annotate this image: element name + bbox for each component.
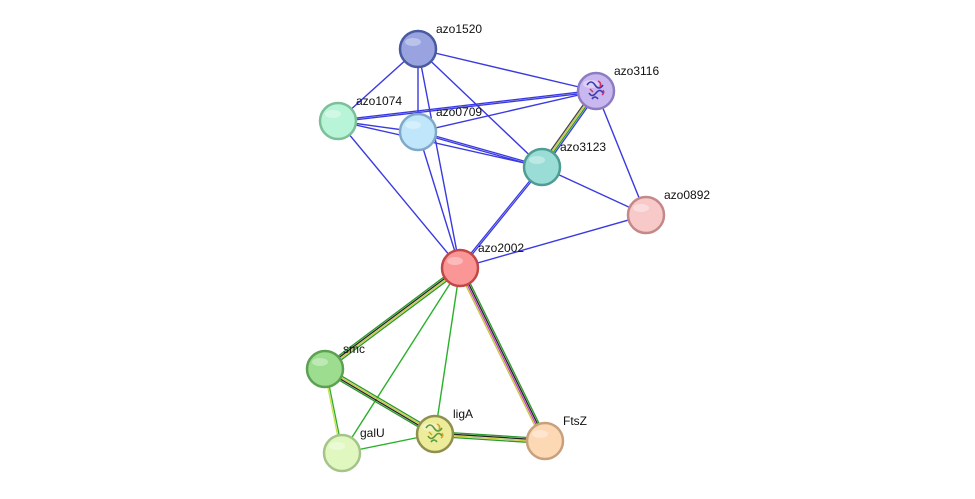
- protein-structure-icon: [586, 80, 605, 100]
- node-highlight: [405, 121, 421, 129]
- node-circle[interactable]: [398, 112, 438, 152]
- node-azo1074[interactable]: azo1074: [318, 94, 402, 141]
- edge-azo1520-azo2002: [417, 48, 461, 269]
- edge-strand: [337, 120, 543, 168]
- edge-azo1520-azo3123: [417, 48, 543, 168]
- edge-azo1074-azo2002: [337, 120, 461, 269]
- edge-strand: [341, 267, 461, 454]
- protein-structure-icon: [425, 423, 444, 443]
- node-circle[interactable]: [415, 414, 455, 454]
- node-circle[interactable]: [576, 71, 616, 111]
- edge-azo3116-azo0892: [595, 90, 647, 216]
- node-ligA[interactable]: ligA: [415, 407, 473, 454]
- edge-azo0709-azo2002: [417, 131, 461, 269]
- node-label: FtsZ: [563, 414, 587, 428]
- edge-strand: [337, 120, 461, 269]
- node-circle[interactable]: [305, 349, 345, 389]
- edge-strand: [326, 269, 462, 372]
- edge-strand: [460, 267, 547, 441]
- node-highlight: [329, 442, 345, 450]
- edge-azo2002-FtsZ: [457, 266, 548, 443]
- edge-strand: [323, 370, 435, 437]
- edge-azo0709-azo3123: [417, 130, 543, 169]
- edge-strand: [325, 268, 461, 371]
- edge-strand: [458, 166, 542, 268]
- edge-strand: [417, 132, 542, 169]
- node-circle[interactable]: [398, 29, 438, 69]
- edge-strand: [324, 369, 435, 436]
- edge-strand: [337, 89, 596, 121]
- edge-strand: [417, 48, 597, 92]
- node-label: ligA: [453, 407, 473, 421]
- node-azo1520[interactable]: azo1520: [398, 22, 482, 69]
- nodes-layer: azo1520 azo3116 azo1074 azo0709 azo3123 azo08…: [305, 22, 710, 473]
- edge-strand: [325, 367, 436, 434]
- node-label: azo0709: [436, 105, 482, 119]
- node-label: azo3123: [560, 140, 606, 154]
- edge-strand: [459, 214, 647, 269]
- node-label: galU: [360, 426, 385, 440]
- edge-strand: [325, 366, 437, 433]
- edge-azo2002-smc: [323, 265, 462, 372]
- node-highlight: [529, 156, 545, 164]
- node-smc[interactable]: smc: [305, 342, 365, 389]
- edge-azo3123-azo2002: [458, 166, 544, 269]
- edge-strand: [324, 266, 460, 369]
- node-highlight: [312, 358, 328, 366]
- edge-strand: [417, 48, 461, 269]
- edge-azo0709-azo3116: [417, 90, 597, 133]
- edge-azo1520-azo3116: [417, 48, 597, 92]
- node-label: azo3116: [614, 64, 659, 78]
- node-highlight: [405, 38, 421, 46]
- node-circle[interactable]: [318, 101, 358, 141]
- node-circle[interactable]: [626, 195, 666, 235]
- node-label: azo2002: [478, 241, 524, 255]
- node-label: smc: [343, 342, 365, 356]
- node-label: azo1520: [436, 22, 482, 36]
- node-circle[interactable]: [522, 147, 562, 187]
- node-label: azo1074: [356, 94, 402, 108]
- node-FtsZ[interactable]: FtsZ: [525, 414, 587, 461]
- edge-strand: [460, 167, 544, 269]
- node-azo0892[interactable]: azo0892: [626, 188, 710, 235]
- edge-strand: [338, 91, 597, 123]
- edge-strand: [595, 90, 647, 216]
- node-azo3123[interactable]: azo3123: [522, 140, 606, 187]
- edge-strand: [458, 268, 545, 442]
- edge-azo1074-azo3116: [337, 89, 597, 123]
- node-azo3116[interactable]: azo3116: [576, 64, 659, 111]
- edge-strand: [457, 268, 544, 443]
- node-highlight: [532, 430, 548, 438]
- node-circle[interactable]: [440, 248, 480, 288]
- node-circle[interactable]: [322, 433, 362, 473]
- edge-azo2002-ligA: [434, 267, 461, 435]
- edge-azo0892-azo2002: [459, 214, 647, 269]
- edge-strand: [417, 90, 597, 133]
- edge-strand: [434, 267, 461, 435]
- edge-azo1074-azo3123: [337, 120, 543, 168]
- node-label: azo0892: [664, 188, 710, 202]
- edge-smc-ligA: [323, 366, 437, 437]
- edge-strand: [417, 48, 543, 168]
- node-azo0709[interactable]: azo0709: [398, 105, 482, 152]
- edge-strand: [461, 266, 548, 441]
- node-highlight: [325, 110, 341, 118]
- node-highlight: [447, 257, 463, 265]
- node-highlight: [633, 204, 649, 212]
- edge-azo2002-galU: [341, 267, 461, 454]
- node-galU[interactable]: galU: [322, 426, 385, 473]
- node-circle[interactable]: [525, 421, 565, 461]
- edge-strand: [418, 130, 543, 167]
- edge-strand: [417, 131, 461, 269]
- edge-strand: [323, 265, 459, 368]
- node-azo2002[interactable]: azo2002: [440, 241, 524, 288]
